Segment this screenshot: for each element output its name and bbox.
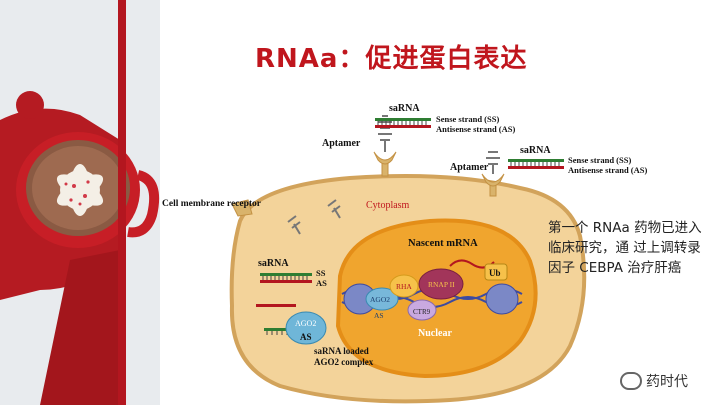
label-rha: RHA [396,282,412,291]
wechat-watermark: 药时代 [620,368,716,394]
label-loaded-2: AGO2 complex [314,357,374,367]
sarna-duplex-top [375,118,431,128]
label-ub: Ub [489,268,501,278]
label-cytoplasm: Cytoplasm [366,200,410,211]
wechat-icon [620,372,642,390]
page-title: RNAa：促进蛋白表达 [255,44,528,74]
label-sarna-cyto: saRNA [258,258,289,269]
diagram-canvas: saRNA Sense strand (SS) Antisense strand… [162,103,648,404]
rnap-protein [418,268,464,300]
receptor-right [481,173,505,197]
label-as-right: Antisense strand (AS) [568,165,648,175]
label-ctr9: CTR9 [413,308,431,316]
label-nuclear: Nuclear [418,328,452,339]
description-text: 第一个 RNAa 药物已进入临床研究，通 过上调转录因子 CEBPA 治疗肝癌 [548,220,702,276]
label-ago2-nuclear: AGO2 [370,295,390,304]
label-sarna-top: saRNA [389,103,420,114]
free-sarna-1 [287,199,341,235]
ago2-loaded [285,311,327,345]
label-sarna-right: saRNA [520,145,551,156]
aptamer-right [486,151,500,174]
label-as-loaded: AS [300,332,312,342]
label-loaded-1: saRNA loaded [314,346,369,356]
nucleosome-right [485,283,519,315]
label-as-cyto: AS [316,278,327,288]
label-aptamer-right: Aptamer [450,162,489,173]
watermark-text: 药时代 [646,374,688,390]
label-ss-cyto: SS [316,268,326,278]
accent-bar [118,0,126,405]
label-rnap: RNAP II [428,280,455,289]
label-aptamer-top: Aptamer [322,138,361,149]
receptor-top [373,151,397,177]
sarna-duplex-right [508,159,564,169]
label-ss-right: Sense strand (SS) [568,155,631,165]
mug-illustration [0,0,160,405]
ago2-nuclear [365,287,399,311]
rnaa-diagram: saRNA Sense strand (SS) Antisense strand… [160,96,720,405]
label-as-top: Antisense strand (AS) [436,124,516,134]
receptor-left [231,199,253,217]
ctr9-protein [407,299,437,321]
label-as-nuclear: AS [374,311,384,320]
label-cell-receptor: Cell membrane receptor [162,199,262,209]
ub-box [484,263,508,281]
rha-protein [389,274,419,298]
label-ago2-loaded: AGO2 [295,319,316,328]
decorative-photo [0,0,160,405]
label-nascent-mrna: Nascent mRNA [408,238,478,249]
label-ss-top: Sense strand (SS) [436,114,499,124]
